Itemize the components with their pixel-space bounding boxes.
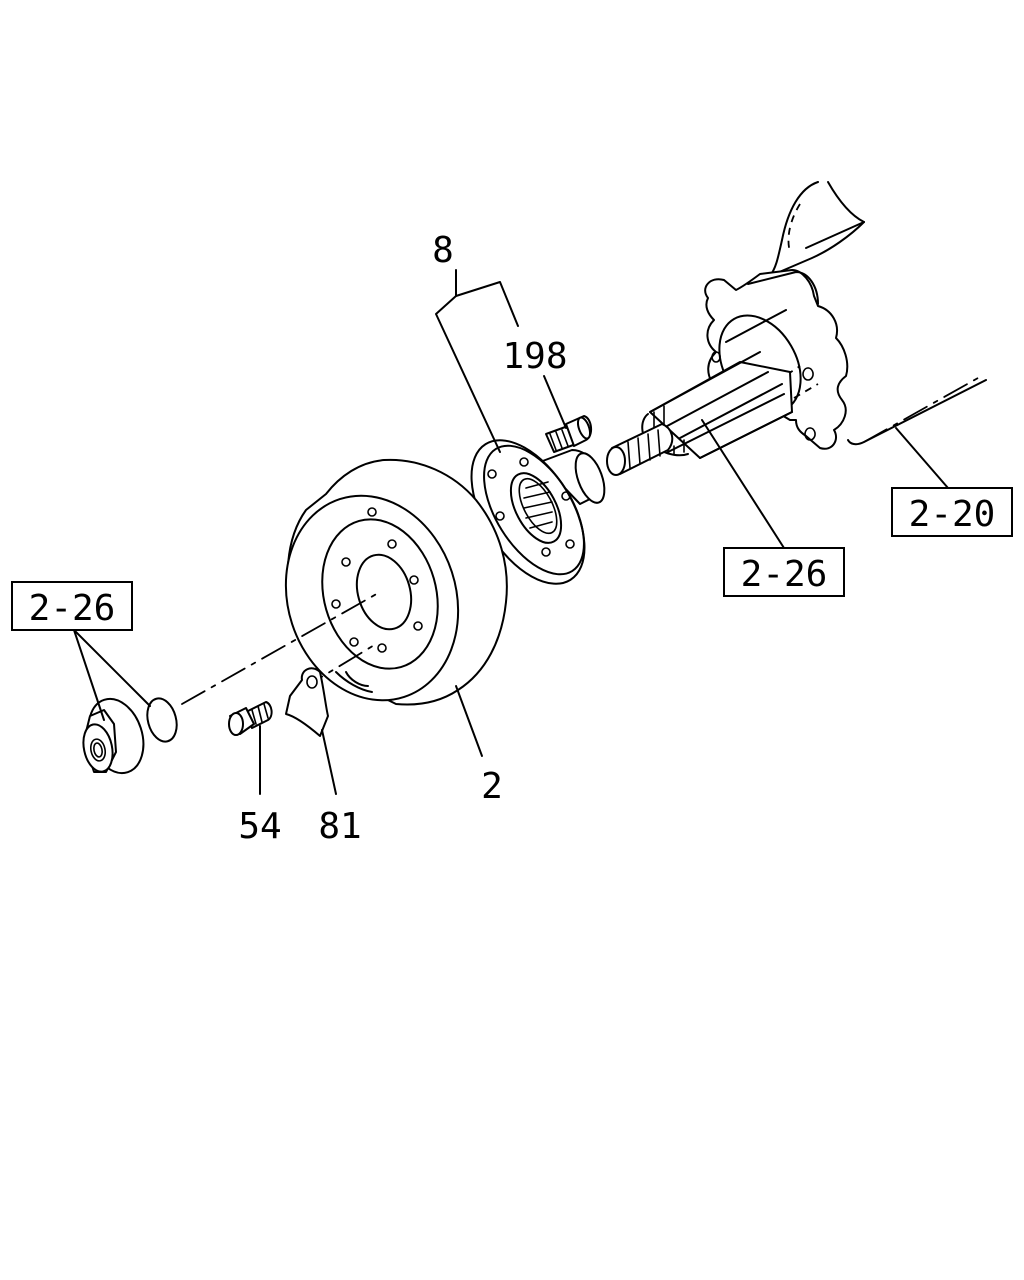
reference-box-2-26-nut[interactable]: 2-26 [11,581,133,631]
crank-nut-and-washer [82,697,178,775]
pulley-bolt-54 [228,701,273,736]
crankshaft-nose [606,351,793,476]
reference-label-2-26-shaft: 2-26 [741,554,828,595]
leader-lines [73,269,949,795]
reference-box-2-26-shaft[interactable]: 2-26 [723,547,845,597]
reference-box-2-20[interactable]: 2-20 [891,487,1013,537]
callout-198: 198 [502,336,567,377]
locking-plate-81 [285,667,329,737]
reference-label-2-20: 2-20 [909,494,996,535]
callout-8: 8 [432,230,454,271]
hub-bolt-198 [545,415,592,453]
callout-2: 2 [481,766,503,807]
callout-81: 81 [318,806,361,847]
callout-54: 54 [238,806,281,847]
reference-label-2-26-nut: 2-26 [29,588,116,629]
damper-pulley [284,458,508,706]
